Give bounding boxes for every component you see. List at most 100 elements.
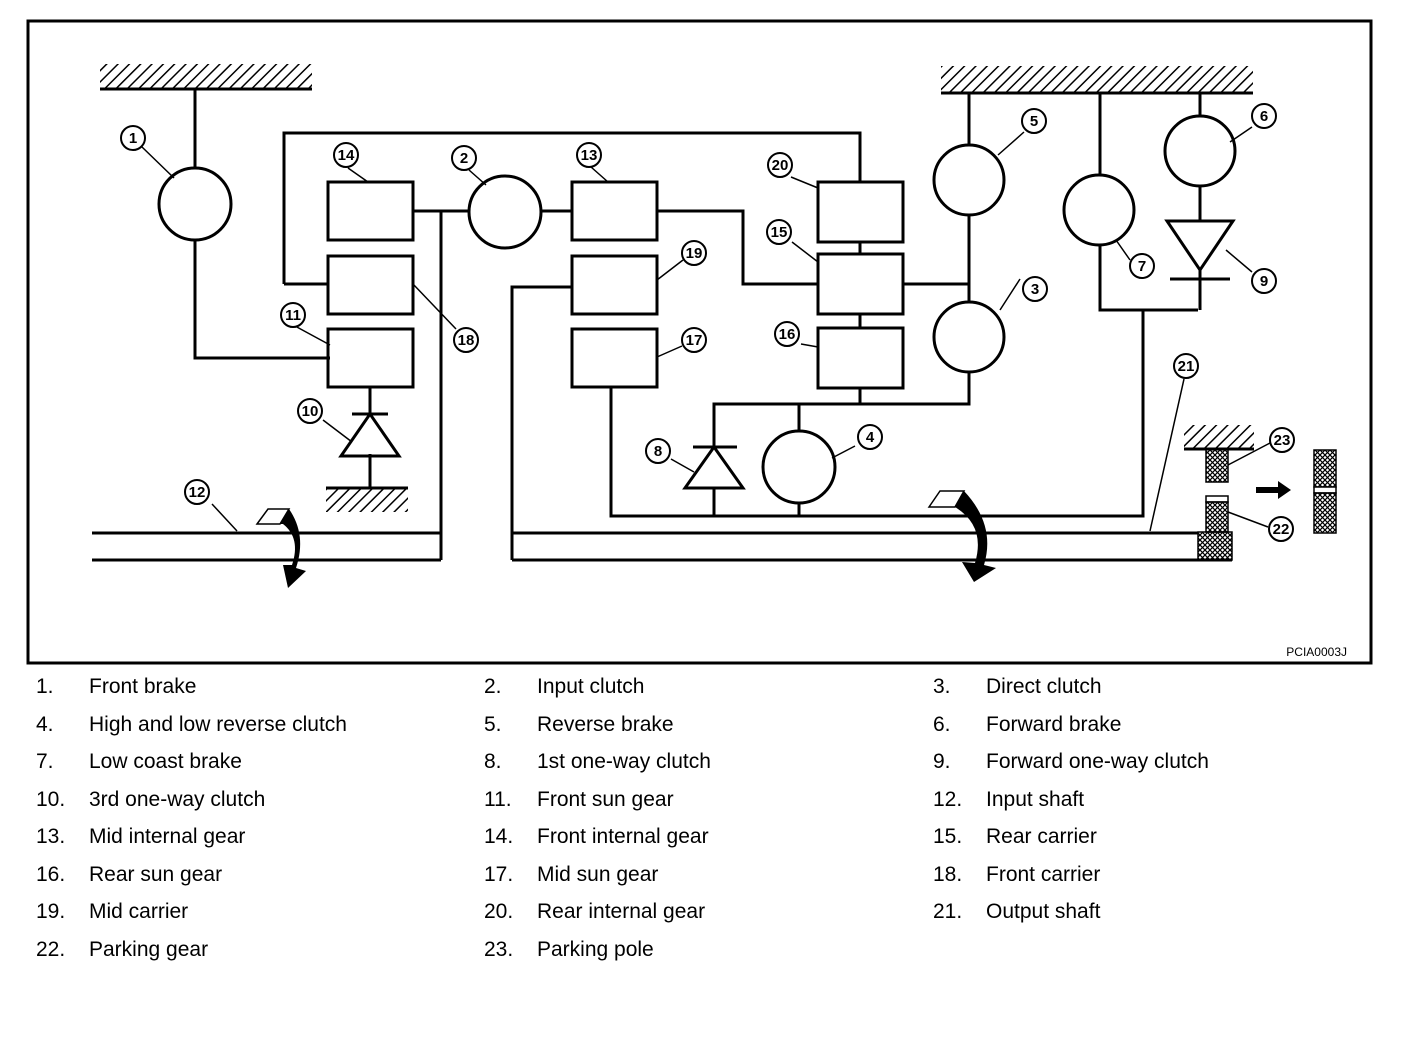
callout-17: 17 bbox=[681, 327, 707, 353]
svg-text:22: 22 bbox=[1273, 521, 1290, 538]
legend-number: 5. bbox=[484, 712, 502, 736]
legend-number: 7. bbox=[36, 750, 54, 773]
front-brake-element bbox=[157, 166, 233, 242]
legend-number: 13. bbox=[36, 825, 66, 848]
callout-4: 4 bbox=[857, 424, 883, 450]
legend-number: 14. bbox=[484, 825, 514, 848]
svg-text:20: 20 bbox=[772, 157, 789, 174]
legend-number: 17. bbox=[484, 862, 514, 886]
svg-text:5: 5 bbox=[1030, 113, 1038, 130]
callout-18: 18 bbox=[453, 327, 479, 353]
legend-number: 23. bbox=[484, 937, 514, 961]
legend-number: 20. bbox=[484, 900, 514, 923]
legend-number: 9. bbox=[933, 750, 951, 773]
callout-8: 8 bbox=[645, 438, 671, 464]
legend-label: High and low reverse clutch bbox=[89, 712, 347, 736]
reverse-brake-element bbox=[932, 143, 1006, 217]
callout-14: 14 bbox=[333, 142, 359, 168]
svg-text:18: 18 bbox=[458, 332, 475, 349]
legend-number: 21. bbox=[933, 900, 963, 923]
svg-text:19: 19 bbox=[686, 245, 703, 262]
legend-label: Rear internal gear bbox=[537, 900, 706, 923]
forward-brake-element bbox=[1163, 114, 1237, 188]
figure-reference-code: PCIA0003J bbox=[1286, 645, 1347, 659]
svg-text:21: 21 bbox=[1178, 358, 1195, 375]
callout-9: 9 bbox=[1251, 268, 1277, 294]
svg-text:15: 15 bbox=[771, 224, 788, 241]
legend-number: 4. bbox=[36, 712, 54, 736]
forward-one-way-clutch-symbol bbox=[1164, 219, 1236, 281]
legend-number: 12. bbox=[933, 787, 963, 811]
legend-label: Direct clutch bbox=[986, 675, 1102, 698]
legend-label: Input shaft bbox=[986, 787, 1085, 811]
input-clutch-element bbox=[467, 174, 543, 250]
diagram-frame bbox=[26, 19, 1373, 665]
svg-text:2: 2 bbox=[460, 150, 468, 167]
low-coast-brake-element bbox=[1062, 173, 1136, 247]
legend-label: Rear carrier bbox=[986, 825, 1097, 848]
legend-number: 15. bbox=[933, 825, 963, 848]
legend-number: 8. bbox=[484, 750, 502, 773]
first-one-way-clutch-symbol bbox=[682, 444, 746, 490]
ground-hatch-bottom bbox=[326, 488, 408, 512]
callout-1: 1 bbox=[120, 125, 146, 151]
callout-6: 6 bbox=[1251, 103, 1277, 129]
legend-number: 6. bbox=[933, 712, 951, 736]
callout-7: 7 bbox=[1129, 253, 1155, 279]
svg-text:3: 3 bbox=[1031, 281, 1039, 298]
svg-text:10: 10 bbox=[302, 403, 319, 420]
svg-text:9: 9 bbox=[1260, 273, 1268, 290]
legend-label: Rear sun gear bbox=[89, 862, 223, 886]
legend-label: 1st one-way clutch bbox=[537, 750, 711, 773]
input-shaft-rotation-arrow bbox=[255, 508, 306, 588]
svg-text:14: 14 bbox=[338, 147, 355, 164]
legend-label: Output shaft bbox=[986, 900, 1101, 923]
ground-hatch-parking bbox=[1184, 425, 1254, 449]
parking-engage-arrow-icon bbox=[1256, 481, 1291, 499]
third-one-way-clutch-symbol bbox=[338, 411, 402, 458]
callout-22: 22 bbox=[1268, 516, 1294, 542]
svg-text:23: 23 bbox=[1274, 432, 1291, 449]
legend-label: Low coast brake bbox=[89, 750, 242, 773]
callout-10: 10 bbox=[297, 398, 323, 424]
legend-number: 3. bbox=[933, 675, 951, 698]
svg-text:16: 16 bbox=[779, 326, 796, 343]
front-carrier-box bbox=[326, 254, 415, 316]
output-shaft-rotation-arrow bbox=[927, 490, 996, 582]
callout-12: 12 bbox=[184, 479, 210, 505]
legend-label: Front carrier bbox=[986, 862, 1101, 886]
legend-label: Forward brake bbox=[986, 712, 1122, 736]
svg-text:1: 1 bbox=[129, 130, 137, 147]
legend-label: Input clutch bbox=[537, 675, 645, 698]
svg-text:8: 8 bbox=[654, 443, 662, 460]
callout-21: 21 bbox=[1173, 353, 1199, 379]
ground-hatch-left bbox=[100, 64, 312, 89]
legend-label: Parking gear bbox=[89, 937, 209, 961]
legend-number: 10. bbox=[36, 787, 66, 811]
rear-carrier-box bbox=[816, 252, 905, 316]
svg-text:13: 13 bbox=[581, 147, 598, 164]
legend-label: Mid carrier bbox=[89, 900, 189, 923]
legend-number: 19. bbox=[36, 900, 66, 923]
mid-sun-gear-box bbox=[570, 327, 659, 389]
front-internal-gear-box bbox=[326, 180, 415, 242]
callout-20: 20 bbox=[767, 152, 793, 178]
callout-15: 15 bbox=[766, 219, 792, 245]
legend-label: 3rd one-way clutch bbox=[89, 787, 266, 811]
legend-number: 16. bbox=[36, 862, 66, 886]
legend-label: Mid internal gear bbox=[89, 825, 246, 848]
high-low-reverse-clutch-element bbox=[761, 429, 837, 505]
legend-number: 1. bbox=[36, 675, 54, 698]
legend-label: Parking pole bbox=[537, 937, 654, 961]
legend-number: 18. bbox=[933, 862, 963, 886]
direct-clutch-element bbox=[932, 300, 1006, 374]
callout-11: 11 bbox=[280, 302, 306, 328]
legend-label: Front sun gear bbox=[537, 787, 674, 811]
callout-16: 16 bbox=[774, 321, 800, 347]
legend-label: Reverse brake bbox=[537, 712, 674, 736]
callout-3: 3 bbox=[1022, 276, 1048, 302]
transmission-diagram: 1 2 3 4 5 6 7 8 9 10 11 12 13 14 15 16 1… bbox=[26, 19, 1373, 665]
ground-hatch-right bbox=[941, 66, 1253, 93]
mid-internal-gear-box bbox=[570, 180, 659, 242]
